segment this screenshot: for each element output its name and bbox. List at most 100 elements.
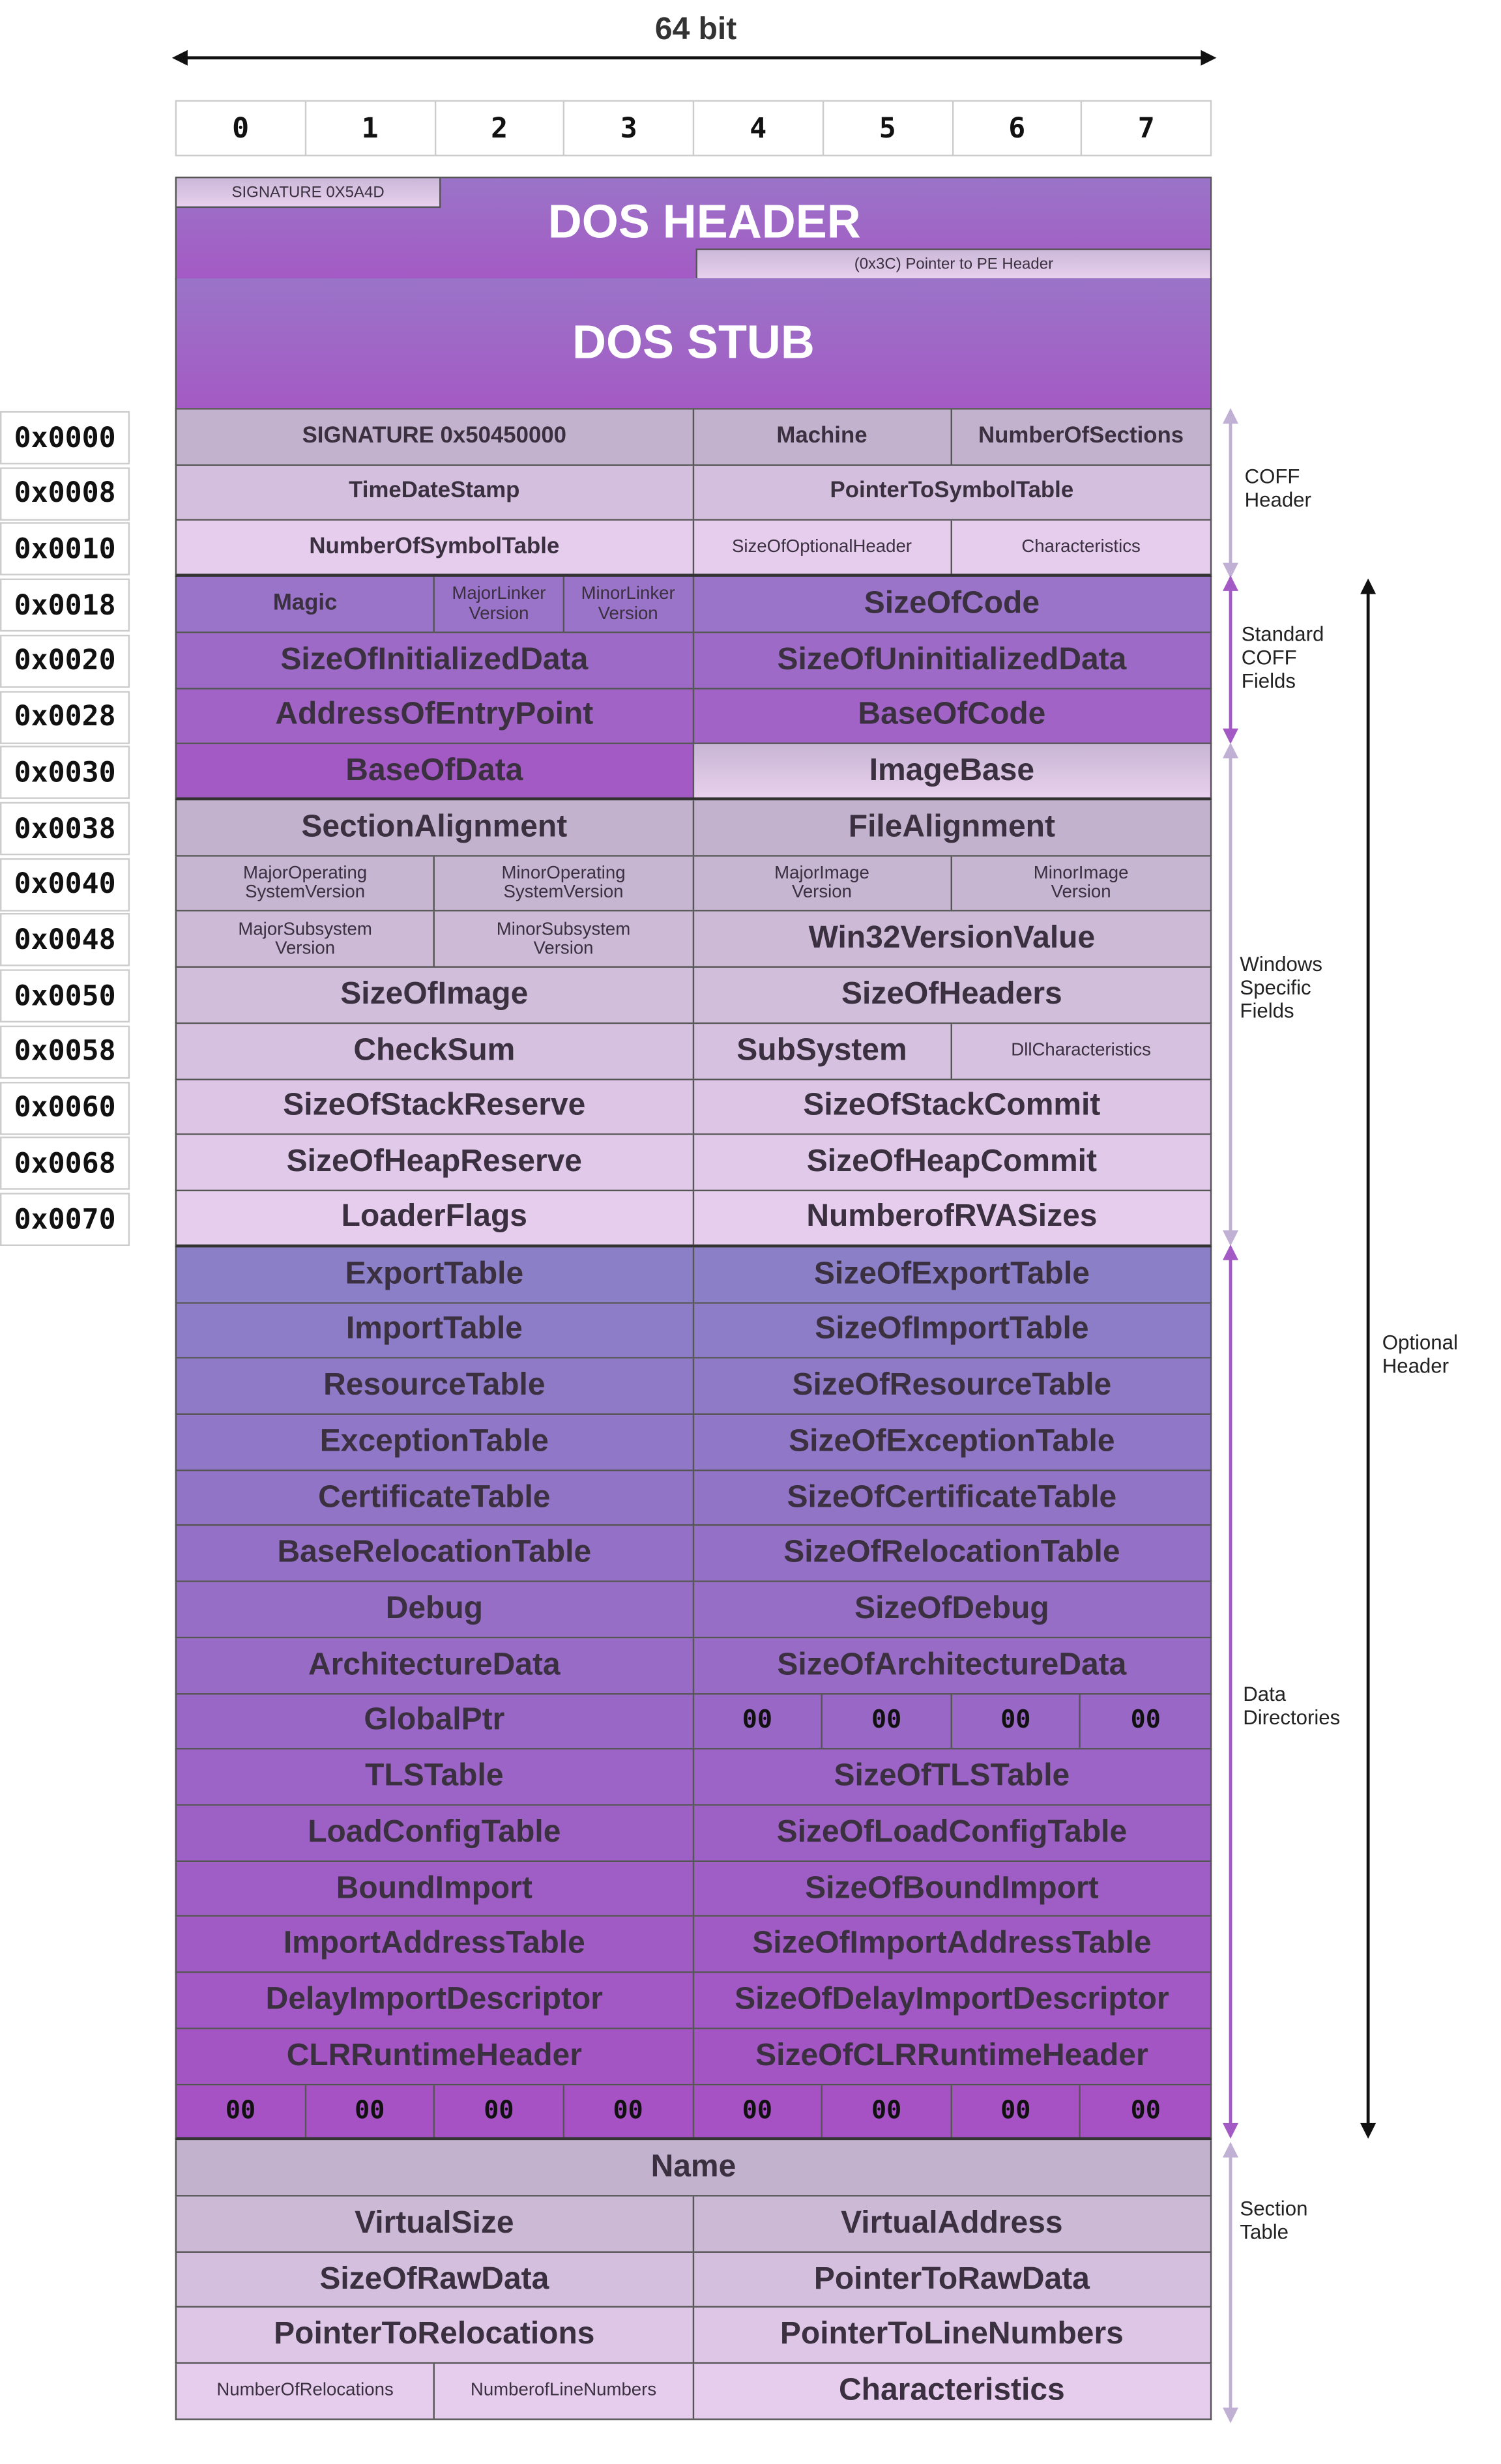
field-cell: MinorOperating SystemVersion <box>435 856 693 911</box>
padding-byte: 00 <box>1130 1705 1161 1735</box>
field-cell: MajorOperating SystemVersion <box>177 856 435 911</box>
section-table-label: Section Table <box>1240 2196 1308 2244</box>
field-cell: SizeOfExportTable <box>813 1256 1090 1291</box>
arrow-down-icon <box>1223 1230 1239 1247</box>
field-cell: SizeOfCertificateTable <box>787 1479 1117 1515</box>
padding-byte: 00 <box>952 1694 1081 1748</box>
pe-header-pointer: (0x3C) Pointer to PE Header <box>695 248 1210 279</box>
arrow-up-icon <box>1360 578 1377 594</box>
field-cell: SizeOfDelayImportDescriptor <box>735 1982 1169 2017</box>
field-cell: SizeOfResourceTable <box>792 1368 1112 1403</box>
byte-index: 2 <box>435 101 565 155</box>
arrow-down-icon <box>1223 2123 1239 2139</box>
field-cell: Name <box>650 2149 736 2184</box>
field-cell: ExceptionTable <box>177 1414 693 1470</box>
field-cell: Win32VersionValue <box>808 921 1096 956</box>
offset-label: 0x0040 <box>0 858 130 912</box>
offset-label: 0x0000 <box>0 411 130 465</box>
byte-index: 3 <box>565 101 695 155</box>
arrow-right-icon <box>1201 50 1217 66</box>
field-cell: PointerToRelocations <box>177 2308 693 2363</box>
dos-stub: DOS STUB <box>175 278 1212 410</box>
field-cell: SizeOfExceptionTable <box>789 1424 1115 1458</box>
standard-fields-bracket <box>1223 575 1239 744</box>
offset-label: 0x0050 <box>0 969 130 1023</box>
offset-label: 0x0038 <box>0 802 130 856</box>
field-cell: SizeOfCLRRuntimeHeader <box>755 2038 1148 2073</box>
padding-byte: 00 <box>435 2085 564 2138</box>
coff-header-label: COFF Header <box>1244 464 1311 512</box>
field-cell: SizeOfDebug <box>854 1591 1049 1626</box>
byte-index: 0 <box>177 101 306 155</box>
field-cell: CertificateTable <box>177 1470 693 1525</box>
arrow-left-icon <box>171 50 188 66</box>
field-cell: MajorSubsystem Version <box>177 912 435 967</box>
arrow-up-icon <box>1223 575 1239 591</box>
field-row: CertificateTable SizeOfCertificateTable <box>175 1470 1212 1527</box>
field-cell: SizeOfRelocationTable <box>783 1535 1120 1571</box>
offset-label: 0x0068 <box>0 1137 130 1191</box>
field-cell: PointerToRawData <box>813 2261 1090 2297</box>
field-row: Name <box>175 2140 1212 2197</box>
field-cell: LoaderFlags <box>177 1191 693 1245</box>
windows-fields-bracket <box>1223 742 1239 1247</box>
field-cell: Magic <box>177 577 435 631</box>
field-cell: ImageBase <box>693 744 1210 798</box>
arrow-down-icon <box>1360 2123 1377 2139</box>
field-cell: MinorLinker Version <box>564 577 693 631</box>
width-label: 64 bit <box>654 12 737 47</box>
padding-byte: 00 <box>177 2085 306 2138</box>
field-cell: VirtualSize <box>177 2196 693 2251</box>
padding-byte: 00 <box>693 1694 823 1748</box>
padding-byte: 00 <box>952 2085 1081 2138</box>
field-cell: NumberofLineNumbers <box>435 2364 693 2418</box>
field-cell: DllCharacteristics <box>1011 1041 1151 1061</box>
arrow-up-icon <box>1223 408 1239 424</box>
offset-label: 0x0058 <box>0 1025 130 1079</box>
field-cell: MajorLinker Version <box>435 577 564 631</box>
windows-fields-label: Windows Specific Fields <box>1240 951 1322 1022</box>
offset-label: 0x0030 <box>0 746 130 800</box>
field-cell: NumberOfSections <box>978 423 1184 448</box>
field-cell: SizeOfOptionalHeader <box>693 521 952 574</box>
byte-index: 6 <box>953 101 1083 155</box>
field-cell: SIGNATURE 0x50450000 <box>177 409 693 464</box>
field-cell: NumberOfSymbolTable <box>177 521 693 574</box>
field-cell: NumberofRVASizes <box>806 1200 1098 1234</box>
field-cell: DelayImportDescriptor <box>177 1973 693 2028</box>
field-cell: AddressOfEntryPoint <box>177 688 693 744</box>
field-cell: TimeDateStamp <box>177 465 693 520</box>
field-cell: GlobalPtr <box>177 1694 693 1748</box>
field-cell: SizeOfImportTable <box>815 1312 1089 1347</box>
data-directories-bracket <box>1223 1244 1239 2139</box>
offset-label: 0x0010 <box>0 523 130 576</box>
offset-label: 0x0018 <box>0 579 130 632</box>
offset-label: 0x0070 <box>0 1193 130 1247</box>
field-row: ExceptionTable SizeOfExceptionTable <box>175 1414 1212 1471</box>
field-cell: ArchitectureData <box>177 1638 693 1692</box>
arrow-down-icon <box>1223 562 1239 579</box>
field-cell: MajorImage Version <box>693 856 952 911</box>
field-cell: SizeOfTLSTable <box>834 1759 1070 1793</box>
field-cell: SizeOfHeaders <box>841 977 1062 1012</box>
offset-label: 0x0060 <box>0 1081 130 1135</box>
field-cell: LoadConfigTable <box>177 1805 693 1861</box>
field-cell: SubSystem <box>693 1024 952 1079</box>
